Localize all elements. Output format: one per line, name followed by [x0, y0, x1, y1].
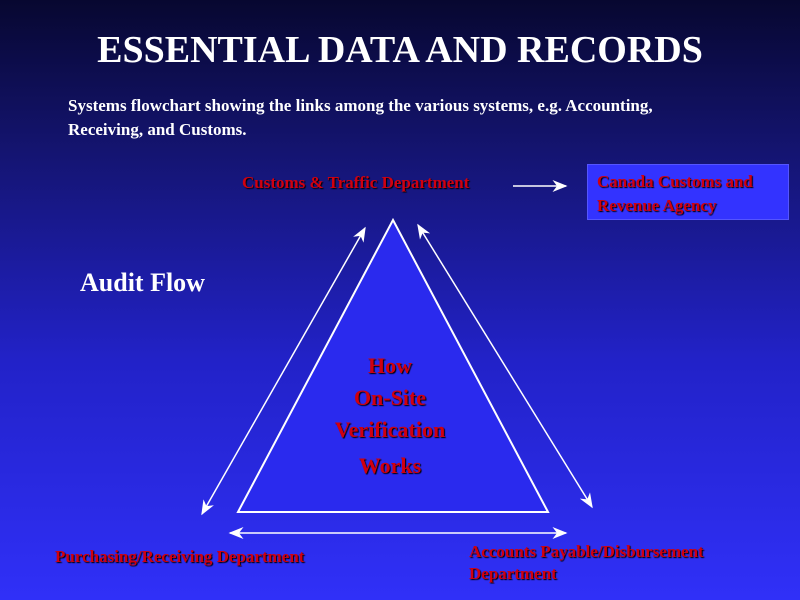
- node-accounts-payable-line2: Department: [469, 564, 557, 583]
- center-line-1: How: [368, 353, 412, 378]
- center-label: How On-Site Verification Works: [300, 350, 480, 482]
- node-customs-traffic: Customs & Traffic Department: [242, 173, 470, 192]
- node-canada-customs: Canada Customs and Revenue Agency: [597, 172, 753, 215]
- arrow-right-edge: [417, 223, 593, 509]
- slide-subtitle: Systems flowchart showing the links amon…: [68, 96, 653, 139]
- center-line-2: On-Site: [353, 385, 427, 410]
- node-accounts-payable-line1: Accounts Payable/Disbursement: [469, 542, 704, 561]
- slide-title: ESSENTIAL DATA AND RECORDS: [97, 29, 703, 71]
- center-line-4: Works: [358, 453, 422, 478]
- center-line-3: Verification: [334, 417, 446, 442]
- node-purchasing-receiving: Purchasing/Receiving Department: [55, 547, 305, 566]
- node-accounts-payable: Accounts Payable/Disbursement Department: [469, 541, 704, 585]
- arrow-left-edge: [201, 226, 366, 516]
- node-canada-customs-box: Canada Customs and Revenue Agency: [587, 164, 789, 220]
- audit-flow-label: Audit Flow: [80, 268, 205, 297]
